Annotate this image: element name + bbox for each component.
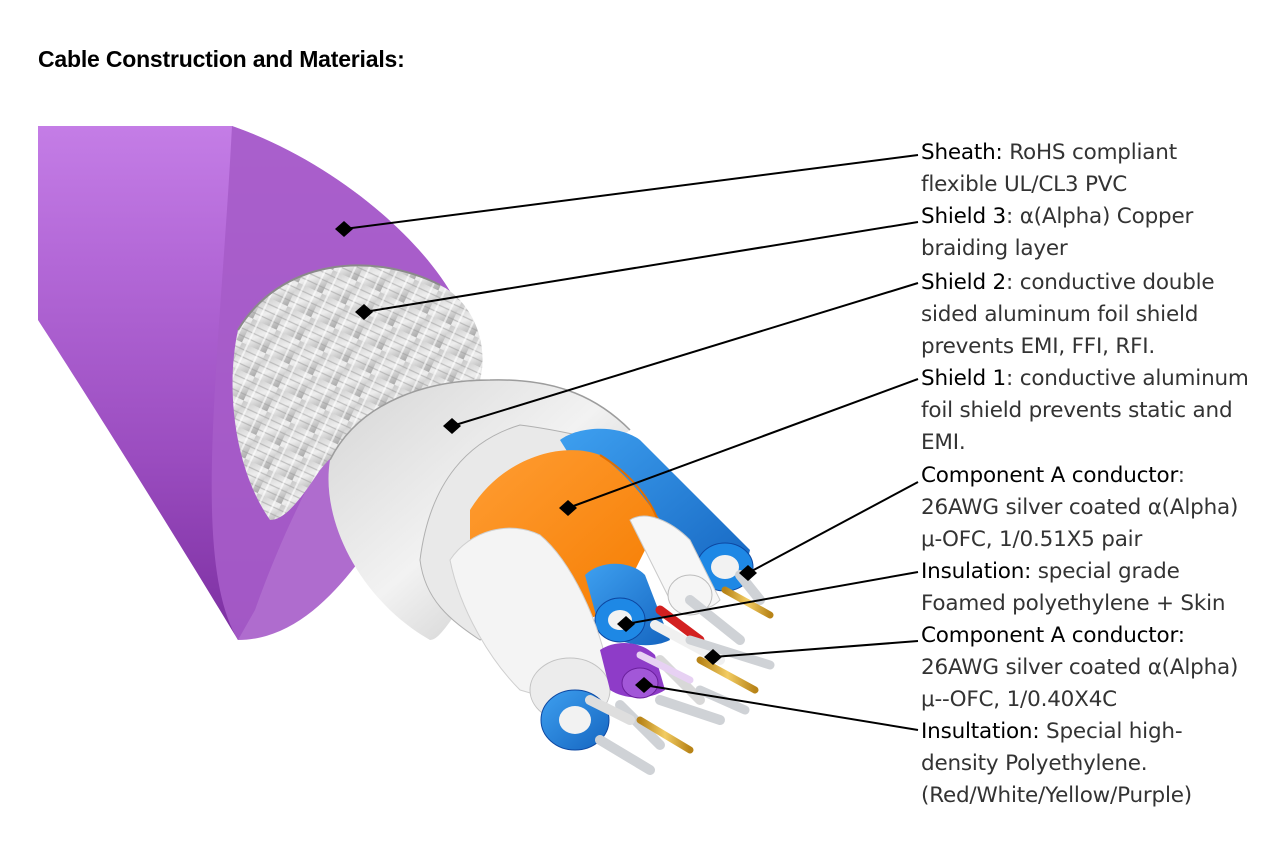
leader-component-a-1 — [747, 481, 919, 574]
callout-insulation-2: Insultation: Special high-density Polyet… — [921, 716, 1256, 812]
callout-insulation-2-key: Insultation: — [921, 719, 1040, 744]
diagram-title: Cable Construction and Materials: — [38, 46, 405, 72]
marker-shield-2 — [443, 418, 461, 434]
marker-shield-3 — [355, 304, 373, 320]
leader-insulation-2 — [643, 684, 919, 731]
marker-sheath — [335, 221, 353, 237]
leader-lines — [343, 154, 919, 731]
callout-component-a-1-text: : 26AWG silver coated α(Alpha) μ-OFC, 1/… — [921, 463, 1239, 552]
callout-component-a-2-key: Component A conductor: — [921, 623, 1185, 648]
marker-shield-1 — [559, 500, 577, 516]
leader-component-a-2 — [712, 640, 919, 658]
callout-shield-2: Shield 2: conductive double sided alumin… — [921, 267, 1256, 363]
callout-shield-1-text: : conductive aluminum foil shield preven… — [921, 366, 1249, 455]
leader-shield-3 — [363, 221, 919, 313]
callout-shield-3-key: Shield 3 — [921, 204, 1007, 229]
leader-shield-1 — [567, 378, 919, 509]
callout-shield-1-key: Shield 1 — [921, 366, 1007, 391]
callout-component-a-2: Component A conductor: 26AWG silver coat… — [921, 620, 1256, 716]
callout-shield-3: Shield 3: α(Alpha) Copper braiding layer — [921, 201, 1256, 265]
callout-insulation-2-text: Special high-density Polyethylene. (Red/… — [921, 719, 1192, 808]
marker-insulation-2 — [635, 677, 653, 693]
marker-component-a-1 — [739, 565, 757, 581]
marker-component-a-2 — [704, 649, 722, 665]
callout-shield-2-key: Shield 2 — [921, 270, 1007, 295]
conductors — [585, 570, 775, 775]
callout-sheath-key: Sheath: — [921, 140, 1003, 165]
callout-shield-3-text: : α(Alpha) Copper braiding layer — [921, 204, 1194, 261]
callout-component-a-1: Component A conductor: 26AWG silver coat… — [921, 460, 1256, 556]
callout-sheath: Sheath: RoHS compliant flexible UL/CL3 P… — [921, 137, 1256, 201]
blue-wire-middle — [585, 563, 670, 646]
callout-shield-1: Shield 1: conductive aluminum foil shiel… — [921, 363, 1256, 459]
callout-sheath-text: RoHS compliant flexible UL/CL3 PVC — [921, 140, 1177, 197]
leader-sheath — [343, 154, 919, 230]
callout-shield-2-text: : conductive double sided aluminum foil … — [921, 270, 1215, 359]
leader-insulation-1 — [625, 571, 919, 625]
leader-markers — [335, 221, 757, 693]
braid-shield — [232, 264, 483, 520]
callout-component-a-2-text: 26AWG silver coated α(Alpha) μ--OFC, 1/0… — [921, 655, 1239, 712]
callout-insulation-1: Insulation: special grade Foamed polyeth… — [921, 556, 1256, 620]
leader-shield-2 — [451, 282, 919, 427]
callout-component-a-1-key: Component A conductor — [921, 463, 1178, 488]
callout-insulation-1-text: special grade Foamed polyethylene + Skin — [921, 559, 1226, 616]
callout-insulation-1-key: Insulation: — [921, 559, 1032, 584]
marker-insulation-1 — [617, 616, 635, 632]
